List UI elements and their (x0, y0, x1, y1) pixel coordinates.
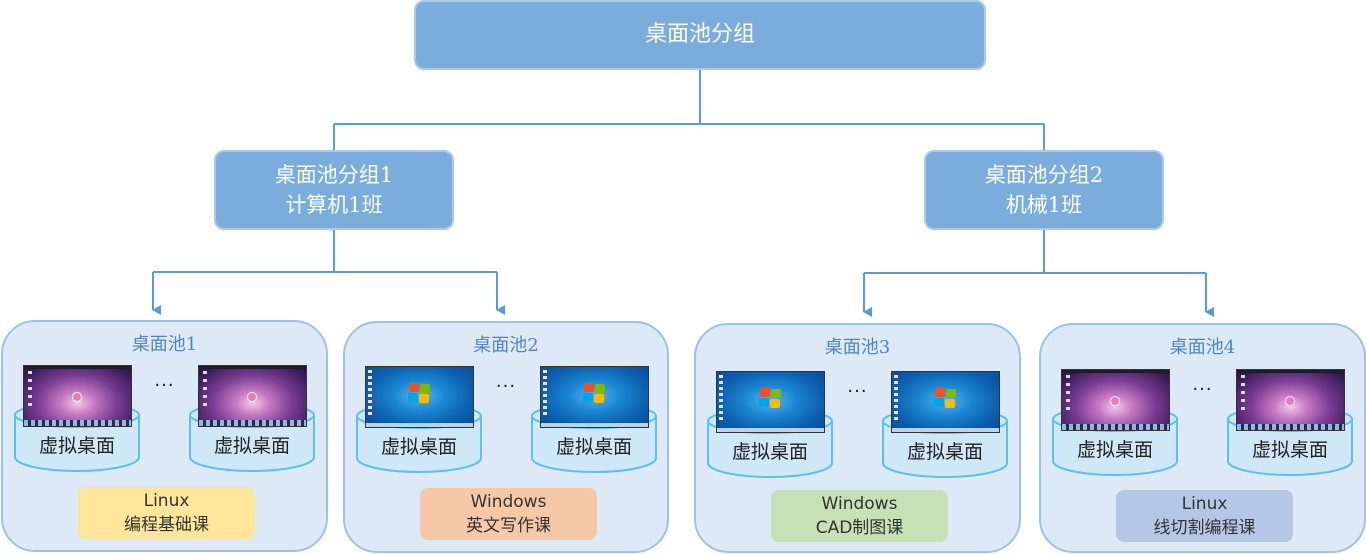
windows-logo-icon (408, 382, 432, 404)
pool-title: 桌面池4 (1169, 337, 1236, 358)
root-node-desktop-pool-group: 桌面池分组 (414, 0, 986, 70)
os-course-tag: Windows 英文写作课 (420, 488, 597, 540)
virtual-desktop-label: 虚拟桌面 (1076, 439, 1153, 461)
os-label: Windows (470, 492, 547, 512)
virtual-desktop[interactable]: 虚拟桌面 (706, 371, 834, 483)
ubuntu-logo-icon (72, 392, 82, 402)
virtual-desktop-label: 虚拟桌面 (1251, 439, 1328, 461)
os-label: Windows (821, 494, 898, 514)
more-desktops-ellipsis: ··· (495, 376, 517, 397)
virtual-desktop[interactable]: 虚拟桌面 (13, 365, 141, 477)
virtual-desktop-label: 虚拟桌面 (555, 436, 632, 458)
virtual-desktop-label: 虚拟桌面 (38, 435, 115, 457)
virtual-desktop[interactable]: 虚拟桌面 (355, 366, 483, 478)
virtual-desktop-label: 虚拟桌面 (906, 441, 983, 463)
linux-desktop-screenshot (1061, 369, 1170, 431)
course-label: 线切割编程课 (1153, 518, 1256, 538)
windows-desktop-screenshot (365, 366, 474, 428)
ubuntu-logo-icon (247, 392, 257, 402)
virtual-desktop[interactable]: 虚拟桌面 (1051, 369, 1179, 481)
virtual-desktop-label: 虚拟桌面 (213, 435, 290, 457)
desktop-pool-4: 桌面池4 ··· 虚拟桌面 虚拟桌面 Linux 线切割编程课 (1039, 323, 1366, 553)
pool-title: 桌面池1 (131, 334, 198, 355)
ubuntu-logo-icon (1285, 396, 1295, 406)
os-label: Linux (1181, 494, 1228, 514)
course-label: 编程基础课 (124, 515, 209, 535)
pool-title: 桌面池3 (824, 337, 891, 358)
more-desktops-ellipsis: ··· (847, 381, 868, 402)
group-node-2: 桌面池分组2 机械1班 (924, 150, 1164, 230)
windows-desktop-screenshot (540, 366, 649, 428)
more-desktops-ellipsis: ··· (154, 375, 175, 396)
desktop-pool-2: 桌面池2 ··· 虚拟桌面 虚拟桌面 Windows 英文写作课 (343, 321, 669, 553)
group2-connector (864, 230, 1206, 274)
virtual-desktop[interactable]: 虚拟桌面 (881, 371, 1009, 483)
group-node-title: 桌面池分组1 (274, 163, 394, 187)
virtual-desktop[interactable]: 虚拟桌面 (1226, 369, 1354, 481)
os-label: Linux (143, 491, 190, 511)
virtual-desktop-label: 虚拟桌面 (731, 441, 808, 463)
more-desktops-ellipsis: ··· (1192, 379, 1213, 400)
virtual-desktop[interactable]: 虚拟桌面 (188, 365, 316, 477)
linux-desktop-screenshot (1236, 369, 1345, 431)
virtual-desktop-label: 虚拟桌面 (380, 436, 457, 458)
windows-desktop-screenshot (891, 371, 1000, 433)
os-course-tag: Linux 线切割编程课 (1116, 490, 1293, 542)
group-node-title: 桌面池分组2 (984, 163, 1104, 187)
root-node-label: 桌面池分组 (644, 22, 755, 47)
group-node-class: 机械1班 (1005, 193, 1083, 217)
windows-logo-icon (934, 387, 958, 409)
virtual-desktop[interactable]: 虚拟桌面 (530, 366, 658, 478)
group1-connector (153, 230, 497, 273)
linux-desktop-screenshot (23, 365, 132, 427)
os-course-tag: Linux 编程基础课 (78, 487, 255, 539)
pool-title: 桌面池2 (473, 335, 539, 356)
group-node-1: 桌面池分组1 计算机1班 (214, 150, 454, 230)
root-to-groups-connector (333, 70, 1045, 150)
linux-desktop-screenshot (198, 365, 307, 427)
course-label: CAD制图课 (815, 518, 904, 538)
windows-logo-icon (759, 387, 783, 409)
ubuntu-logo-icon (1110, 396, 1120, 406)
windows-logo-icon (583, 382, 607, 404)
windows-desktop-screenshot (716, 371, 825, 433)
desktop-pool-1: 桌面池1 ··· 虚拟桌面 虚拟桌面 Linux 编程基础课 (1, 320, 328, 552)
group-node-class: 计算机1班 (285, 193, 383, 217)
course-label: 英文写作课 (466, 516, 551, 536)
